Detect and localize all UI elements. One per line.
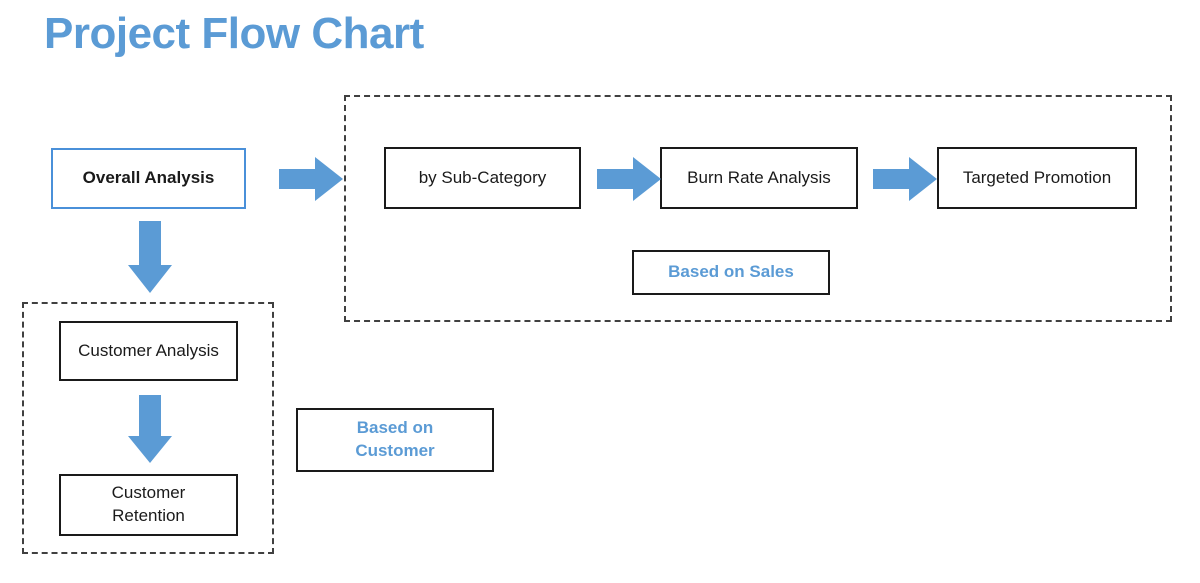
label-box-based-on-customer[interactable]: Based on Customer	[296, 408, 494, 472]
node-customer-retention-text: Customer Retention	[112, 482, 186, 528]
group-container-based-on-customer	[22, 302, 274, 554]
based-on-customer-line1: Based on	[356, 418, 434, 438]
node-customer-retention[interactable]: Customer Retention	[59, 474, 238, 536]
based-on-customer-line2: Customer	[355, 441, 435, 460]
right-arrow-icon	[873, 157, 937, 201]
down-arrow-icon	[128, 221, 172, 293]
right-arrow-icon	[597, 157, 661, 201]
node-by-sub-category[interactable]: by Sub-Category	[384, 147, 581, 209]
group-container-based-on-sales	[344, 95, 1172, 322]
node-burn-rate-analysis[interactable]: Burn Rate Analysis	[660, 147, 858, 209]
down-arrow-icon	[128, 395, 172, 463]
right-arrow-icon	[279, 157, 343, 201]
node-customer-retention-line1: Customer	[111, 483, 186, 503]
node-customer-analysis[interactable]: Customer Analysis	[59, 321, 238, 381]
node-customer-retention-line2: Retention	[112, 506, 185, 525]
label-box-based-on-sales[interactable]: Based on Sales	[632, 250, 830, 295]
node-targeted-promotion[interactable]: Targeted Promotion	[937, 147, 1137, 209]
page-title: Project Flow Chart	[44, 9, 424, 58]
node-overall-analysis[interactable]: Overall Analysis	[51, 148, 246, 209]
label-box-based-on-customer-text: Based on Customer	[355, 417, 434, 463]
